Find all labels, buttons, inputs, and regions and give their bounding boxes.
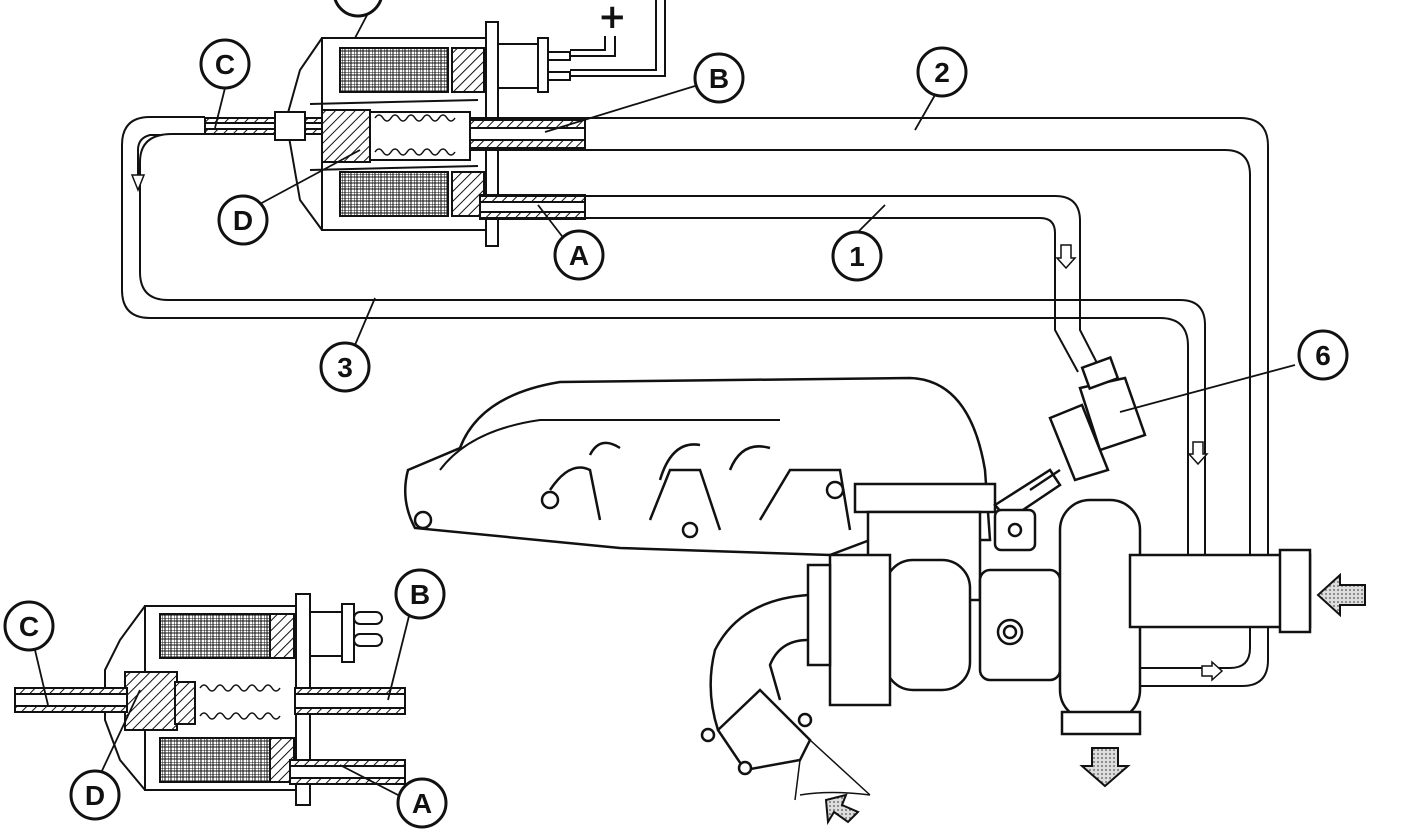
flow-arrows (130, 134, 1224, 682)
svg-text:A: A (412, 788, 432, 819)
svg-text:B: B (410, 579, 430, 610)
svg-text:3: 3 (337, 352, 353, 383)
callouts-inset: C B D A (3, 568, 448, 829)
svg-text:2: 2 (934, 57, 950, 88)
air-inlet-arrow (1316, 572, 1366, 618)
callout-d: D (217, 194, 269, 246)
svg-text:D: D (233, 205, 253, 236)
coil-upper (339, 47, 449, 93)
callout-a: A (553, 229, 605, 281)
svg-text:1: 1 (849, 241, 865, 272)
plunger-d (321, 109, 371, 163)
solenoid-valve-main (204, 0, 666, 247)
hose-1 (585, 195, 1099, 373)
callout-2: 2 (916, 46, 968, 98)
intake-manifold (403, 376, 992, 557)
inset-callout-c: C (3, 600, 55, 652)
svg-text:D: D (85, 780, 105, 811)
svg-text:A: A (569, 240, 589, 271)
inset-callout-d: D (69, 769, 121, 821)
svg-text:6: 6 (1315, 340, 1331, 371)
callout-3: 3 (319, 341, 371, 393)
svg-text:C: C (215, 49, 235, 80)
callout-c: C (199, 38, 251, 90)
hose-3 (121, 116, 1206, 560)
callout-b: B (693, 52, 745, 104)
callout-top-partial (333, 0, 383, 18)
svg-text:B: B (709, 63, 729, 94)
inset-callout-b: B (394, 568, 446, 620)
coil-lower (339, 171, 449, 217)
callout-1: 1 (831, 230, 883, 282)
turbocharger (700, 468, 1312, 801)
wastegate-actuator (1029, 355, 1147, 492)
callouts-main: C B D A 1 2 3 6 (199, 0, 1349, 393)
solenoid-valve-inset (14, 593, 406, 806)
downpipe-exhaust-arrow (824, 793, 860, 826)
exhaust-outlet-arrow (1079, 747, 1131, 788)
inset-plunger-d (124, 671, 178, 731)
inset-callout-a: A (396, 777, 448, 829)
callout-6: 6 (1297, 329, 1349, 381)
svg-text:C: C (19, 611, 39, 642)
power-terminal-plus: + (598, 0, 627, 37)
hose-2 (585, 117, 1269, 687)
